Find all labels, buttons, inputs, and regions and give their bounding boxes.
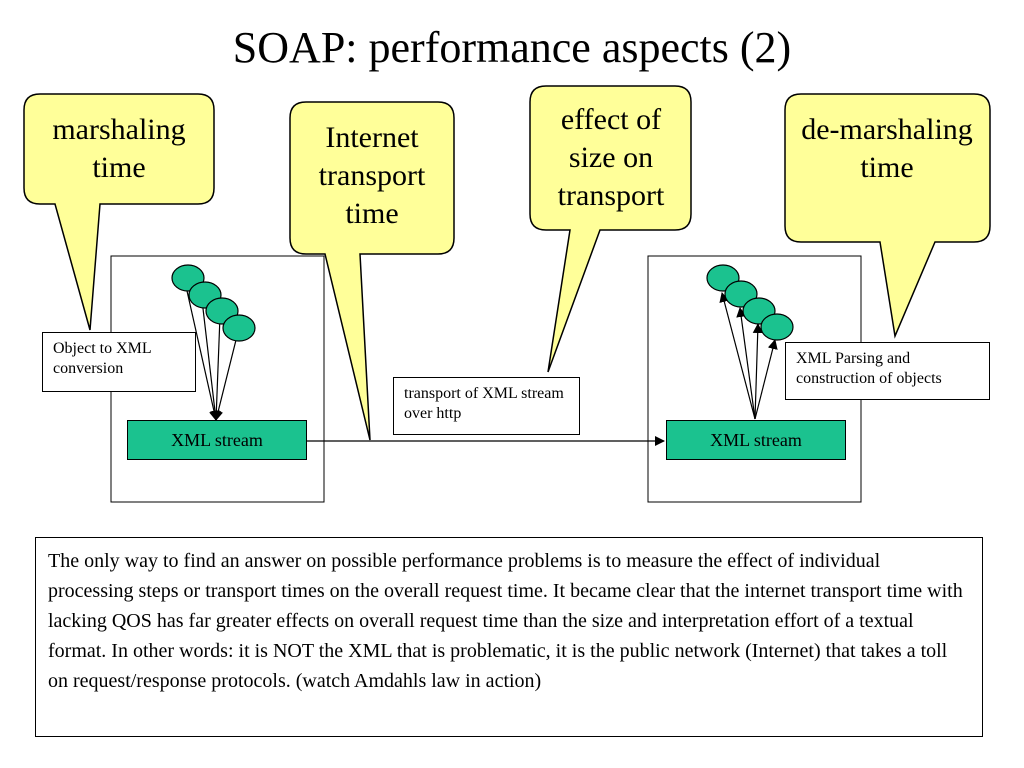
callout-size-effect: effect of size on transport bbox=[557, 103, 665, 212]
callout-internet-shape bbox=[289, 101, 455, 441]
right-arrow-3 bbox=[752, 323, 763, 420]
right-arrow-4 bbox=[754, 339, 778, 420]
left-arrow-1 bbox=[184, 281, 219, 421]
right-object-node-4 bbox=[760, 313, 794, 341]
explanation-note: The only way to find an answer on possib… bbox=[35, 537, 983, 737]
right-arrow-2 bbox=[736, 307, 756, 420]
left-object-node-4 bbox=[222, 314, 256, 342]
left-arrow-4 bbox=[213, 331, 239, 421]
left-xml-stream: XML stream bbox=[127, 420, 307, 460]
callout-demarshaling-shape bbox=[784, 93, 991, 339]
callout-size-shape bbox=[529, 85, 692, 373]
label-xml-parsing: XML Parsing and construction of objects bbox=[785, 342, 990, 400]
right-arrow-1 bbox=[719, 292, 756, 420]
label-transport: transport of XML stream over http bbox=[393, 377, 580, 435]
left-arrow-2 bbox=[201, 299, 220, 421]
callout-demarshaling: de-marshaling time bbox=[801, 113, 973, 184]
callout-marshaling-shape bbox=[23, 93, 215, 331]
label-object-to-xml: Object to XML conversion bbox=[42, 332, 196, 392]
callout-internet-transport: Internet transport time bbox=[318, 121, 426, 230]
right-xml-stream: XML stream bbox=[666, 420, 846, 460]
callout-marshaling: marshaling time bbox=[52, 113, 186, 184]
page-title: SOAP: performance aspects (2) bbox=[232, 23, 792, 72]
left-arrow-3 bbox=[211, 315, 222, 421]
